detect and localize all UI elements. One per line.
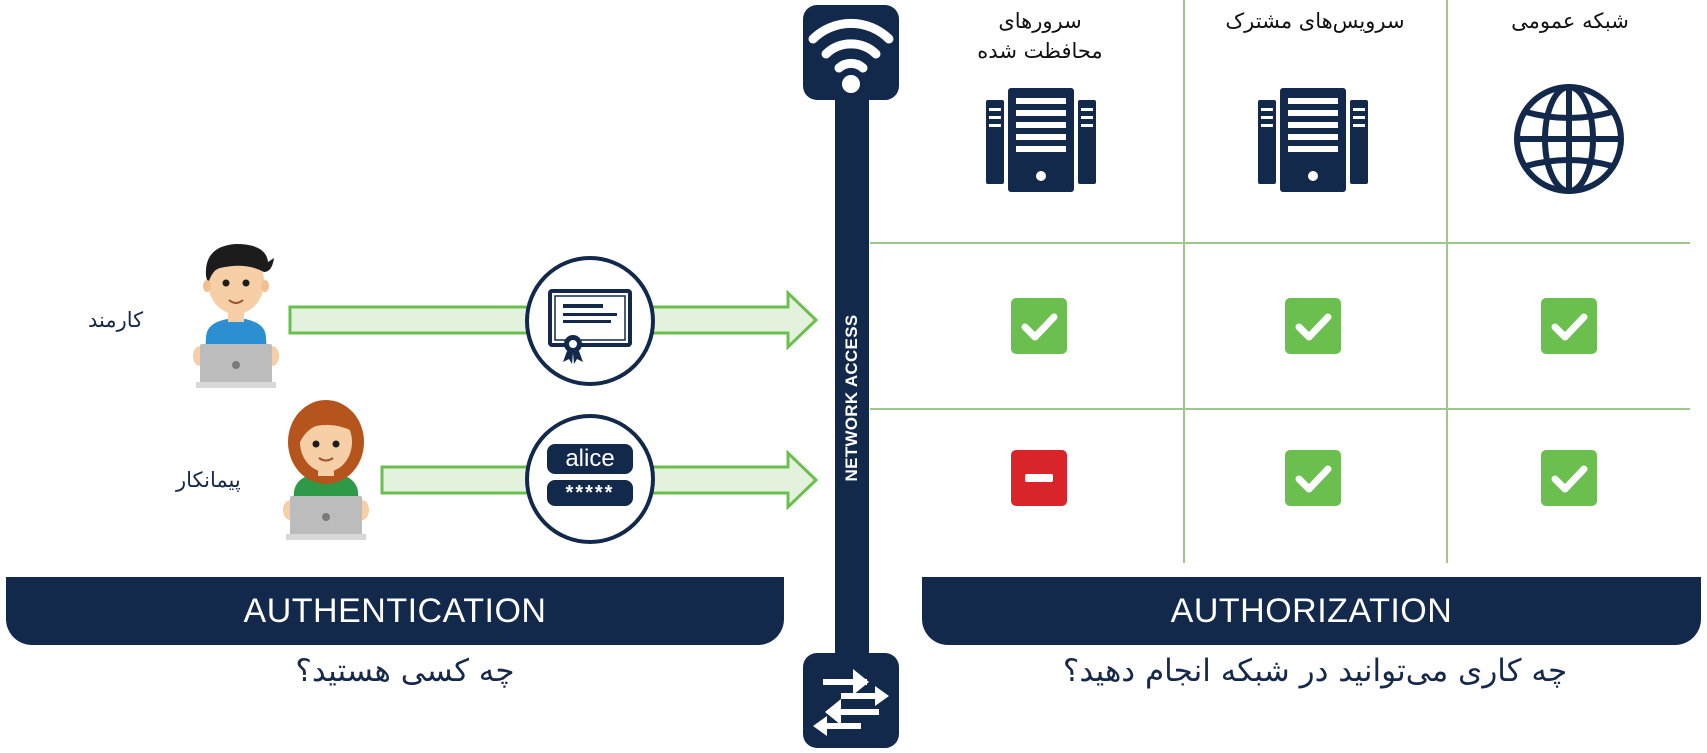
grid-row-line: [870, 242, 1690, 244]
employee-avatar: [193, 244, 279, 388]
network-access-label: NETWORK ACCESS: [842, 314, 861, 482]
authorization-banner: AUTHORIZATION: [922, 577, 1701, 645]
certificate-icon: [548, 289, 632, 364]
certificate-badge: [525, 256, 655, 386]
authorization-question: چه کاری می‌توانید در شبکه انجام دهید؟: [1062, 653, 1568, 689]
switch-arrows-icon: [813, 669, 889, 736]
grid-row-line: [870, 408, 1690, 410]
user-label-contractor: پیمانکار: [176, 468, 241, 492]
password-field: *****: [547, 480, 633, 506]
server-rack-icon: [986, 88, 1096, 192]
access-allowed-icon: [1541, 450, 1597, 506]
contractor-avatar: [283, 400, 369, 540]
switch-tile: [803, 653, 899, 748]
wifi-icon: [808, 18, 894, 93]
username-field: alice: [547, 444, 633, 474]
authentication-question: چه کسی هستید؟: [295, 653, 515, 689]
user-label-employee: کارمند: [88, 308, 144, 332]
access-allowed-icon: [1011, 298, 1067, 354]
grid-col-line: [1183, 0, 1185, 563]
grid-col-line: [1446, 0, 1448, 563]
network-access-bar: [835, 80, 869, 670]
access-allowed-icon: [1541, 298, 1597, 354]
wifi-tile: [803, 5, 899, 100]
column-header-protected-servers: سرورهای محافظت شده: [977, 9, 1103, 64]
server-rack-icon: [1258, 88, 1368, 192]
column-header-shared-services: سرویس‌های مشترک: [1225, 9, 1405, 33]
column-header-public-network: شبکه عمومی: [1511, 9, 1629, 33]
access-denied-icon: [1011, 450, 1067, 506]
globe-icon: [1514, 84, 1624, 194]
credentials-badge: alice *****: [525, 414, 655, 544]
access-allowed-icon: [1285, 450, 1341, 506]
access-allowed-icon: [1285, 298, 1341, 354]
authentication-banner: AUTHENTICATION: [6, 577, 784, 645]
